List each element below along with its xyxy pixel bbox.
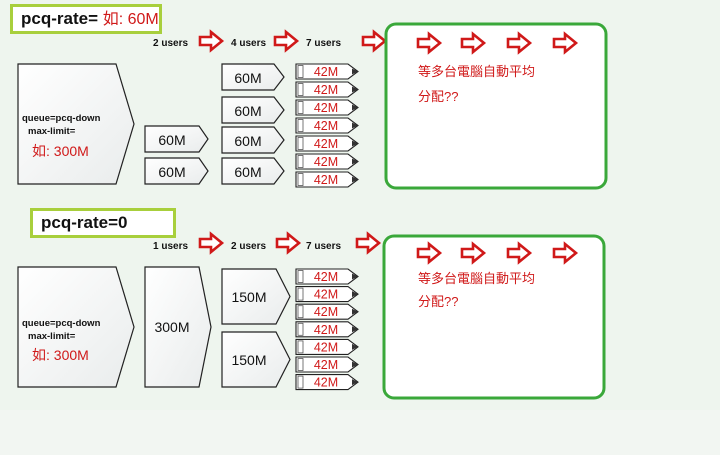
note-line2-a: 分配?? [418,89,458,104]
queue-line2-b: max-limit= [28,331,76,342]
bottom-band [0,410,720,455]
user-box-b2 [221,268,291,325]
user-tag-a7 [295,135,359,152]
user-box-a4 [221,126,285,154]
section-a-title: pcq-rate= 如: 60M [10,4,162,34]
red-arrow-icon [460,31,487,55]
user-tag-b7 [295,321,359,338]
user-tag-b7 [295,356,359,373]
user-tag-b7 [295,303,359,320]
queue-value-b: 如: 300M [32,347,89,363]
rate-label-a7: 42M [314,101,338,115]
user-tag-a7 [295,171,359,188]
stage-label-b: 1 users [153,241,188,252]
user-box-a2 [144,157,209,185]
stage-label-b: 2 users [231,241,266,252]
user-box-b1 [144,266,212,388]
red-arrow-icon [416,241,443,265]
rate-label-b7: 42M [314,340,338,354]
rate-label-b7: 42M [314,288,338,302]
red-arrow-icon [275,231,302,255]
user-box-a2 [144,125,209,153]
red-arrow-icon [552,241,579,265]
user-box-b2 [221,331,291,388]
red-arrow-icon [355,231,382,255]
section-a-title-value: 如: 60M [102,11,159,28]
result-box-a [384,22,608,190]
user-tag-a7 [295,117,359,134]
user-tag-a7 [295,63,359,80]
queue-value-a: 如: 300M [32,143,89,159]
rate-label-a4: 60M [234,70,261,86]
note-line1-a: 等多台電腦自動平均 [418,64,535,79]
rate-label-a2: 60M [158,132,185,148]
user-tag-b7 [295,286,359,303]
rate-label-b2: 150M [231,352,266,368]
user-tag-a7 [295,81,359,98]
user-box-a4 [221,63,285,91]
rate-label-a7: 42M [314,173,338,187]
stage-label-a: 2 users [153,38,188,49]
queue-line1-a: queue=pcq-down [22,113,101,124]
queue-line1-b: queue=pcq-down [22,318,101,329]
rate-label-a4: 60M [234,103,261,119]
result-box-b [382,234,606,400]
section-a-title-label: pcq-rate= [21,9,98,28]
rate-label-a7: 42M [314,83,338,97]
rate-label-b1: 300M [154,319,189,335]
rate-label-a4: 60M [234,164,261,180]
stage-label-b: 7 users [306,241,341,252]
rate-label-a2: 60M [158,164,185,180]
rate-label-b7: 42M [314,323,338,337]
red-arrow-icon [198,29,225,53]
red-arrow-icon [273,29,300,53]
section-b-title-label: pcq-rate=0 [41,213,128,232]
queue-block-b [17,266,135,388]
red-arrow-icon [361,29,388,53]
rate-label-a7: 42M [314,155,338,169]
rate-label-a4: 60M [234,133,261,149]
rate-label-a7: 42M [314,137,338,151]
note-line1-b: 等多台電腦自動平均 [418,271,535,286]
rate-label-b7: 42M [314,270,338,284]
rate-label-b7: 42M [314,358,338,372]
rate-label-b7: 42M [314,305,338,319]
section-b-title: pcq-rate=0 [30,208,176,238]
user-tag-b7 [295,338,359,355]
user-tag-b7 [295,268,359,285]
queue-block-a [17,63,135,185]
red-arrow-icon [198,231,225,255]
red-arrow-icon [506,31,533,55]
user-tag-a7 [295,153,359,170]
user-tag-a7 [295,99,359,116]
red-arrow-icon [506,241,533,265]
red-arrow-icon [460,241,487,265]
red-arrow-icon [552,31,579,55]
note-line2-b: 分配?? [418,294,458,309]
red-arrow-icon [416,31,443,55]
user-tag-b7 [295,374,359,391]
rate-label-b2: 150M [231,289,266,305]
rate-label-b7: 42M [314,376,338,390]
user-box-a4 [221,157,285,185]
stage-label-a: 7 users [306,38,341,49]
rate-label-a7: 42M [314,65,338,79]
stage-label-a: 4 users [231,38,266,49]
rate-label-a7: 42M [314,119,338,133]
user-box-a4 [221,96,285,124]
queue-line2-a: max-limit= [28,126,76,137]
